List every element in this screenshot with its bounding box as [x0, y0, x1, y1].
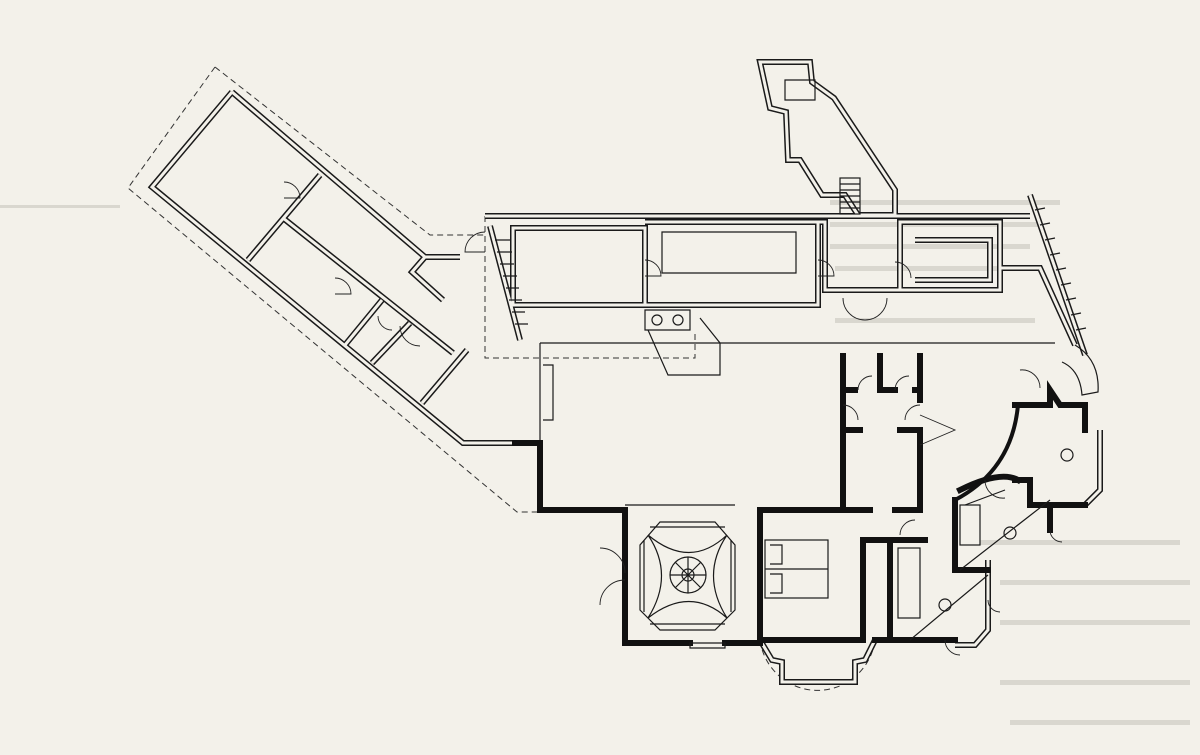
curved-wall	[954, 404, 1020, 502]
bleed-through-text	[0, 200, 1190, 725]
chimney-brick-hatch	[840, 183, 860, 209]
octagonal-stair-pavilion	[639, 521, 736, 649]
door-swings	[283, 181, 1063, 656]
thick-walls	[512, 353, 1088, 646]
bed	[764, 539, 829, 599]
bathroom-fixtures	[897, 448, 1074, 641]
stair-treads	[495, 207, 1087, 331]
